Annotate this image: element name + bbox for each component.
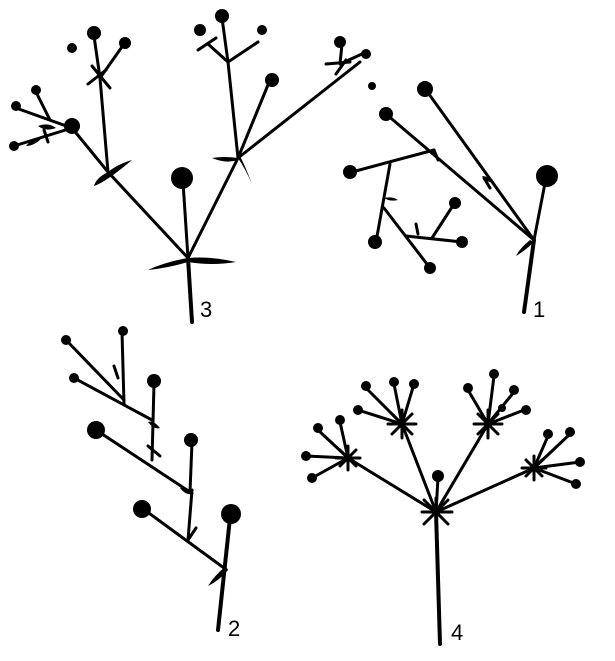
terminal-bud — [536, 165, 558, 187]
flower-bud — [61, 335, 71, 345]
flower-bud — [119, 37, 131, 49]
flower-bud — [571, 479, 581, 489]
umbellet — [301, 415, 362, 483]
flower-bud — [489, 369, 499, 379]
flower-bud — [313, 423, 323, 433]
umbellet — [520, 427, 585, 489]
bract-leaf — [94, 160, 132, 186]
bract-leaf — [148, 258, 188, 270]
bract-leaf — [208, 566, 228, 586]
bract-leaf — [180, 487, 194, 495]
umbellet — [353, 377, 419, 440]
bract-leaf — [38, 124, 56, 130]
flower-bud — [67, 43, 77, 53]
flower-bud — [449, 197, 461, 209]
terminal-bud — [221, 504, 241, 524]
flower-bud — [456, 236, 468, 248]
flower-bud — [543, 429, 553, 439]
label-plant-2: 2 — [228, 616, 240, 641]
flower-bud — [498, 404, 506, 412]
flower-bud — [361, 381, 371, 391]
flower-bud — [334, 36, 346, 48]
bract-leaf — [384, 197, 398, 201]
flower-bud — [118, 326, 128, 336]
flower-bud — [257, 25, 267, 35]
flower-bud — [11, 101, 21, 111]
bract-leaf — [238, 156, 252, 184]
label-plant-1: 1 — [533, 297, 545, 322]
flower-bud — [147, 374, 161, 388]
flower-bud — [343, 165, 357, 179]
bract-leaf — [148, 421, 160, 429]
bract-leaf — [482, 176, 494, 183]
flower-bud — [9, 141, 19, 151]
flower-bud — [184, 433, 198, 447]
flower-bud — [215, 9, 229, 23]
flower-bud — [87, 26, 101, 40]
label-plant-3: 3 — [200, 297, 212, 322]
bract-leaf — [212, 157, 238, 162]
flower-bud — [87, 421, 105, 439]
flower-bud — [424, 262, 436, 274]
flower-bud — [361, 49, 371, 59]
flower-bud — [432, 470, 444, 482]
flower-bud — [521, 405, 531, 415]
bract-leaf — [188, 257, 236, 264]
flower-bud — [389, 377, 399, 387]
flower-bud — [335, 415, 345, 425]
label-plant-4: 4 — [451, 620, 463, 645]
flower-bud — [301, 451, 311, 461]
plant-1 — [343, 81, 558, 314]
plant-2 — [61, 326, 241, 632]
flower-bud — [31, 85, 41, 95]
flower-bud — [379, 107, 393, 121]
flower-bud — [368, 235, 382, 249]
plant-3 — [9, 9, 371, 324]
flower-bud — [463, 383, 473, 393]
umbellet — [463, 369, 531, 440]
flower-bud — [133, 500, 151, 518]
flower-bud — [69, 373, 79, 383]
flower-bud — [307, 473, 317, 483]
flower-bud — [509, 385, 519, 395]
flower-bud — [368, 82, 376, 90]
plant-4 — [301, 369, 585, 646]
flower-bud — [417, 81, 433, 97]
flower-bud — [575, 457, 585, 467]
flower-bud — [265, 73, 279, 87]
bract-leaf — [516, 240, 534, 256]
flower-bud — [565, 427, 575, 437]
bract-leaf — [26, 137, 42, 146]
terminal-bud — [171, 167, 193, 189]
flower-bud — [194, 24, 206, 36]
flower-bud — [409, 379, 419, 389]
flower-bud — [353, 405, 363, 415]
